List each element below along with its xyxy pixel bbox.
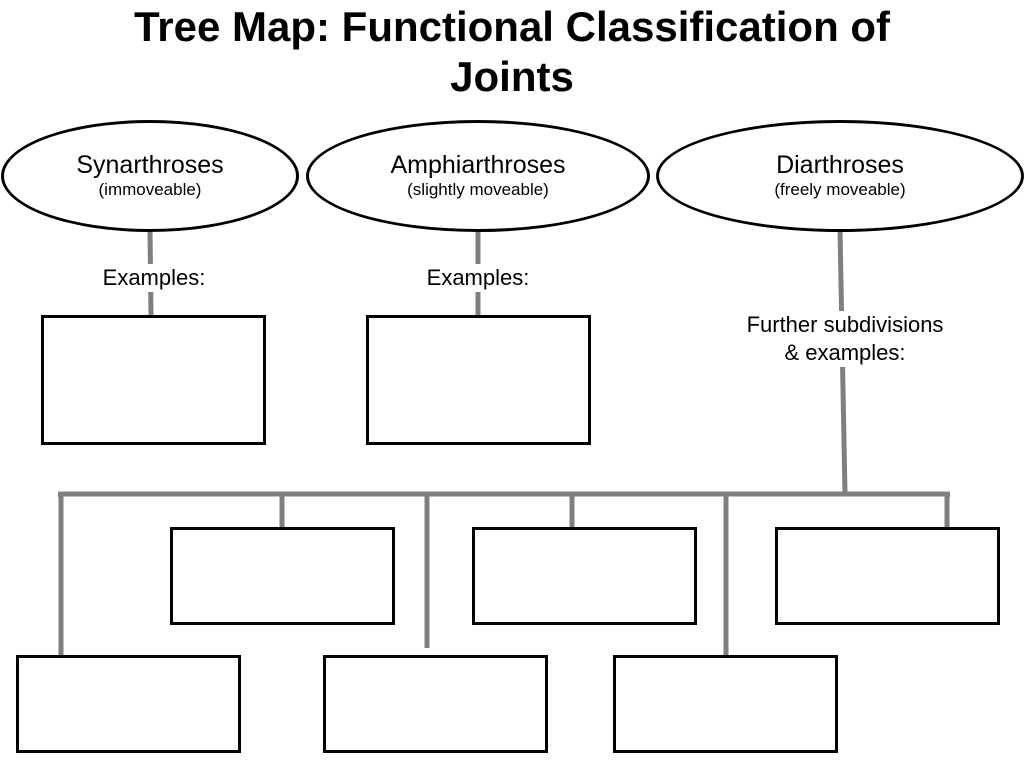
subdivision-box-upper-3[interactable] [775,527,1000,625]
diarthroses-subdivisions-line-1: Further subdivisions [746,312,944,337]
title-line-2: Joints [450,53,574,100]
diarthroses-description: (freely moveable) [774,180,906,199]
amphiarthroses-description: (slightly moveable) [407,180,549,199]
amphiarthroses-examples-label: Examples: [404,264,552,292]
diarthroses-subdivisions-line-2: & examples: [784,340,906,365]
synarthroses-examples-label: Examples: [80,264,228,292]
subdivision-box-upper-2[interactable] [472,527,697,625]
amphiarthroses-examples-box[interactable] [366,315,591,445]
subdivision-box-lower-1[interactable] [16,655,241,753]
diarthroses-oval: Diarthroses (freely moveable) [656,120,1024,232]
diarthroses-subdivisions-label: Further subdivisions & examples: [724,311,966,367]
amphiarthroses-oval: Amphiarthroses (slightly moveable) [306,120,650,232]
amphiarthroses-name: Amphiarthroses [390,151,566,179]
title-line-1: Tree Map: Functional Classification of [133,3,891,50]
subdivision-box-lower-3[interactable] [613,655,838,753]
synarthroses-name: Synarthroses [76,151,224,179]
diagram-title: Tree Map: Functional Classification of J… [62,2,962,102]
synarthroses-oval: Synarthroses (immoveable) [1,120,299,232]
subdivision-box-lower-2[interactable] [323,655,548,753]
synarthroses-description: (immoveable) [98,180,202,199]
subdivision-box-upper-1[interactable] [170,527,395,625]
synarthroses-examples-box[interactable] [41,315,266,445]
diarthroses-name: Diarthroses [776,151,904,179]
